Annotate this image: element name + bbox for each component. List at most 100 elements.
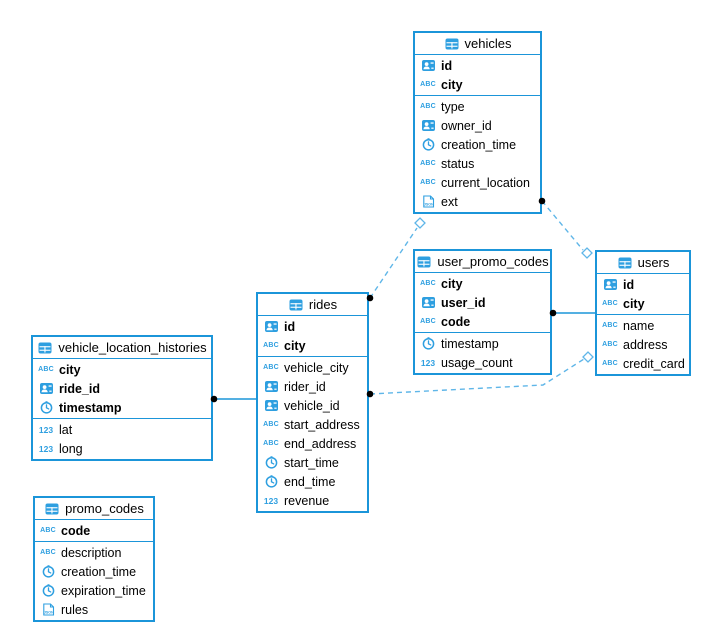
table-header[interactable]: vehicle_location_histories xyxy=(33,337,211,359)
column-id[interactable]: id xyxy=(258,317,367,336)
column-code[interactable]: ABC code xyxy=(35,521,153,540)
table-header[interactable]: rides xyxy=(258,294,367,316)
table-name: vehicle_location_histories xyxy=(58,340,207,355)
datetime-icon xyxy=(263,456,279,469)
column-ride_id[interactable]: ride_id xyxy=(33,379,211,398)
column-timestamp[interactable]: timestamp xyxy=(33,398,211,417)
datetime-icon xyxy=(420,337,436,350)
column-rider_id[interactable]: rider_id xyxy=(258,377,367,396)
relationship-diamond-end xyxy=(581,247,593,259)
column-id[interactable]: id xyxy=(415,56,540,75)
relationship-line-rides-vehicles[interactable] xyxy=(369,227,418,299)
uuid-icon xyxy=(263,399,279,412)
columns-section: timestamp 123 usage_count xyxy=(415,333,550,373)
number-icon: 123 xyxy=(38,443,54,454)
relationship-diamond-end xyxy=(582,351,594,363)
datetime-icon xyxy=(263,475,279,488)
column-name: revenue xyxy=(284,493,330,508)
column-name: ext xyxy=(441,194,458,209)
column-revenue[interactable]: 123 revenue xyxy=(258,491,367,510)
column-name: id xyxy=(284,319,296,334)
column-name: code xyxy=(61,523,91,538)
column-vehicle_id[interactable]: vehicle_id xyxy=(258,396,367,415)
text-icon: ABC xyxy=(420,280,436,287)
column-name: expiration_time xyxy=(61,583,146,598)
uuid-icon xyxy=(420,119,436,132)
column-user_id[interactable]: user_id xyxy=(415,293,550,312)
table-header[interactable]: promo_codes xyxy=(35,498,153,520)
text-icon: ABC xyxy=(602,360,618,367)
column-name: start_time xyxy=(284,455,339,470)
column-name: city xyxy=(284,338,306,353)
column-name: city xyxy=(59,362,81,377)
column-creation_time[interactable]: creation_time xyxy=(415,135,540,154)
column-name: vehicle_id xyxy=(284,398,340,413)
number-icon: 123 xyxy=(420,357,436,368)
table-name: promo_codes xyxy=(65,501,144,516)
column-start_time[interactable]: start_time xyxy=(258,453,367,472)
column-name: long xyxy=(59,441,83,456)
text-icon: ABC xyxy=(40,549,56,556)
column-owner_id[interactable]: owner_id xyxy=(415,116,540,135)
column-usage_count[interactable]: 123 usage_count xyxy=(415,353,550,372)
table-header[interactable]: vehicles xyxy=(415,33,540,55)
number-icon: 123 xyxy=(263,495,279,506)
column-name: timestamp xyxy=(441,336,499,351)
column-long[interactable]: 123 long xyxy=(33,439,211,458)
datetime-icon xyxy=(40,584,56,597)
column-name: code xyxy=(441,314,471,329)
column-city[interactable]: ABC city xyxy=(33,360,211,379)
column-name: city xyxy=(623,296,645,311)
text-icon: ABC xyxy=(38,366,54,373)
text-icon: ABC xyxy=(40,527,56,534)
table-icon xyxy=(288,299,304,311)
table-header[interactable]: users xyxy=(597,252,689,274)
relationship-line-vehicles-users[interactable] xyxy=(541,200,584,251)
column-name: creation_time xyxy=(441,137,517,152)
column-name: id xyxy=(441,58,453,73)
column-timestamp[interactable]: timestamp xyxy=(415,334,550,353)
column-name: creation_time xyxy=(61,564,137,579)
column-expiration_time[interactable]: expiration_time xyxy=(35,581,153,600)
column-name: vehicle_city xyxy=(284,360,349,375)
table-name: users xyxy=(637,255,670,270)
column-name: rules xyxy=(61,602,89,617)
column-name: usage_count xyxy=(441,355,513,370)
text-icon: ABC xyxy=(420,160,436,167)
table-header[interactable]: user_promo_codes xyxy=(415,251,550,273)
column-id[interactable]: id xyxy=(597,275,689,294)
table-icon xyxy=(37,342,53,354)
column-name: start_address xyxy=(284,417,360,432)
datetime-icon xyxy=(38,401,54,414)
column-end_time[interactable]: end_time xyxy=(258,472,367,491)
column-creation_time[interactable]: creation_time xyxy=(35,562,153,581)
column-name: end_time xyxy=(284,474,336,489)
